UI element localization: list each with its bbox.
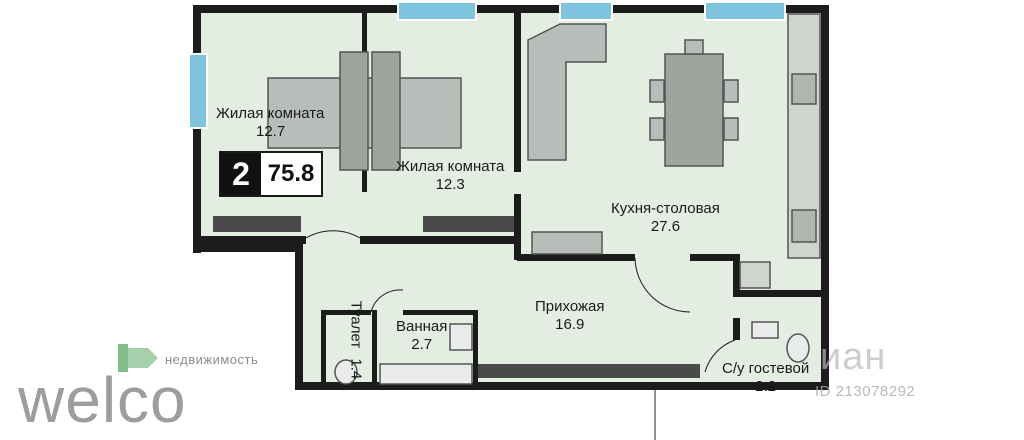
brand-logo-icon (118, 344, 158, 372)
floor-area (200, 12, 822, 384)
room-label-hallway: Прихожая 16.9 (535, 298, 605, 334)
door-arcs (305, 230, 736, 373)
room-label-toilet: Туалет 1.4 (346, 301, 364, 380)
watermark-listing-id: ID 213078292 (815, 383, 916, 400)
room-area: 27.6 (650, 218, 681, 235)
windows (188, 1, 786, 129)
room-name: Кухня-столовая (611, 200, 720, 217)
room-name: Ванная (396, 318, 448, 335)
room-name: Прихожая (535, 298, 605, 315)
rooms-count: 2 (221, 153, 261, 195)
watermark-site: иан (820, 336, 887, 378)
apartment-summary-badge: 2 75.8 (219, 151, 323, 197)
room-label-kitchen: Кухня-столовая 27.6 (611, 200, 720, 236)
room-name: С/у гостевой (722, 360, 810, 377)
radiators (213, 216, 700, 378)
room-area: 16.9 (555, 316, 585, 333)
sofa (527, 23, 607, 255)
room-label-living-1: Жилая комната 12.7 (216, 105, 324, 141)
room-area: 12.7 (256, 123, 286, 140)
bathroom-fixtures (334, 321, 810, 385)
dining-table (649, 39, 739, 167)
kitchen-counter (739, 13, 821, 289)
watermark-brand: welco (18, 364, 187, 436)
room-area: 1.4 (347, 358, 365, 380)
room-name: Жилая комната (396, 158, 505, 175)
room-area: 12.3 (435, 176, 465, 193)
room-name: Жилая комната (216, 105, 325, 122)
room-label-guest-wc: С/у гостевой 2.2 (722, 360, 809, 396)
room-area: 2.2 (755, 378, 777, 395)
room-label-living-2: Жилая комната 12.3 (396, 158, 504, 194)
watermark-brand-sub: недвижимость (165, 352, 259, 367)
room-area: 2.7 (411, 336, 433, 353)
beds (267, 51, 462, 171)
total-area: 75.8 (267, 160, 315, 187)
room-name: Туалет (347, 300, 365, 349)
room-label-bathroom: Ванная 2.7 (396, 318, 447, 354)
